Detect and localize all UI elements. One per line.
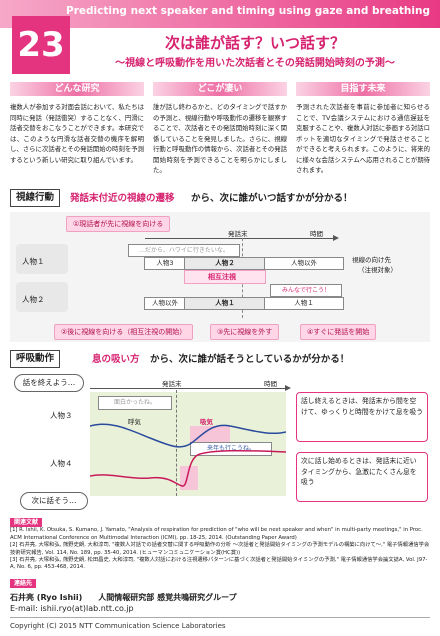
subtitle: 〜視線と呼吸動作を用いた次話者とその発話開始時刻の予測〜 <box>115 58 395 69</box>
person3-speech-box: 面白かったね。 <box>98 396 172 410</box>
column-text: 複数人が参加する対面会話において、私たちは同時に発話（発話衝突）することなく、円… <box>10 103 145 164</box>
gaze-target-note: （注視対象） <box>358 266 397 274</box>
person4-label: 人物４ <box>50 459 73 468</box>
footer-rule <box>10 617 430 618</box>
column-title: どこが凄い <box>153 82 287 96</box>
reference-item: [1] R. Ishii, K. Otsuka, S. Kumano, J. Y… <box>10 527 423 541</box>
breath-note-1-text: 話し終えるときは、発話末から間を空けて、ゆっくりと時間をかけて息を吸う <box>301 397 424 416</box>
references-tag: 関連文献 <box>10 518 43 527</box>
gaze-headline-highlight: 発話末付近の視線の遷移 <box>70 193 175 204</box>
gaze-step-4: ④すぐに発話を開始 <box>300 324 377 340</box>
gaze-time-label: 時間 <box>310 230 323 238</box>
breath-note-2: 次に話し始めるときは、発話末に近いタイミングから、急激にたくさん息を吸う <box>296 452 428 502</box>
column-title: どんな研究 <box>10 82 144 96</box>
breath-end-of-speech-line <box>176 390 178 496</box>
person2-gaze-target-2: 人物１ <box>184 297 266 310</box>
breath-note-2-text: 次に話し始めるときは、発話末に近いタイミングから、急激にたくさん息を吸う <box>301 457 417 486</box>
column-text: 誰が話し終わるかと、どのタイミングで話すかの予測と、視線行動や呼吸動作の遷移を観… <box>153 103 288 174</box>
gaze-time-arrowhead <box>333 235 339 241</box>
speaker-b-bubble: 次に話そう… <box>20 492 88 510</box>
person3-speech: 面白かったね。 <box>113 399 156 406</box>
person2-gaze-target-1: 人物以外 <box>144 297 186 310</box>
column-future: 目指す未来 予測された次話者を事前に参加者に知らせることで、TV会議システムにお… <box>296 82 430 176</box>
speaker-a-bubble: 話を終えよう… <box>14 374 84 392</box>
person1-label: 人物１ <box>22 257 45 266</box>
reference-item: [2] 石井亮, 大塚和弘, 熊野史朗, 大和淳司, "複数人対話での話者交替に… <box>10 542 430 556</box>
person1-gaze-target-3: 人物以外 <box>264 257 344 270</box>
header-band: Predicting next speaker and timing using… <box>0 0 440 28</box>
person1-gaze-target-2: 人物２ <box>184 257 266 270</box>
person1-figure <box>16 244 68 274</box>
person2-figure <box>16 282 68 312</box>
speaker-a-thought: 話を終えよう… <box>22 378 76 387</box>
breathing-curves <box>90 423 286 487</box>
breath-time-label: 時間 <box>264 380 277 388</box>
gaze-section-label: 視線行動 <box>10 189 61 207</box>
column-novelty: どこが凄い 誰が話し終わるかと、どのタイミングで話すかの予測と、視線行動や呼吸動… <box>153 82 287 176</box>
gaze-step-3: ③先に視線を外す <box>210 324 280 340</box>
poster-number: 23 <box>12 16 70 74</box>
gaze-time-axis <box>145 238 335 239</box>
person4-speech: 来年も行こうね。 <box>206 445 255 452</box>
contact-email[interactable]: E-mail: ishii.ryo(at)lab.ntt.co.jp <box>10 604 134 613</box>
person2-label: 人物２ <box>22 295 45 304</box>
breath-section-header: 呼吸動作 息の吸い方 から、次に誰が話そうとしているかが分かる！ <box>10 350 430 368</box>
gaze-target-label: 視線の向け先 <box>352 256 391 264</box>
inhale-label: 吸気 <box>200 418 213 426</box>
contact-tag: 連絡先 <box>10 579 37 588</box>
person2-gaze-target-3: 人物１ <box>264 297 344 310</box>
exhale-label: 呼気 <box>128 418 141 426</box>
speech-bubble-person2: みんなで行こう！ <box>270 284 342 297</box>
gaze-end-of-speech-label: 発話末 <box>228 230 248 238</box>
gaze-diagram: ①現話者が先に視線を向ける 発話末 時間 人物１ ...だから、ハワイに行きたい… <box>10 212 430 342</box>
speech-bubble-person1: ...だから、ハワイに行きたいな。 <box>128 244 240 257</box>
gaze-headline: から、次に誰がいつ話すかが分かる！ <box>191 193 353 204</box>
mutual-gaze-band <box>184 270 266 284</box>
breath-section-label: 呼吸動作 <box>10 350 61 368</box>
breath-time-arrowhead <box>285 385 291 391</box>
gaze-step-2: ②後に視線を向ける（相互注視の開始） <box>54 324 194 340</box>
breath-note-1: 話し終えるときは、発話末から間を空けて、ゆっくりと時間をかけて息を吸う <box>296 392 428 442</box>
mutual-gaze-label: 相互注視 <box>208 273 236 281</box>
copyright: Copyright (C) 2015 NTT Communication Sci… <box>10 622 226 630</box>
breath-end-of-speech-label: 発話末 <box>162 380 182 388</box>
breath-headline-highlight: 息の吸い方 <box>92 354 140 365</box>
speaker-b-thought: 次に話そう… <box>31 496 77 505</box>
breath-headline: から、次に誰が話そうとしているかが分かる！ <box>150 354 350 365</box>
reference-item: [3] 石井亮, 大塚和弘, 熊野史朗, 松田昌史, 大和淳司, "複数人対話に… <box>10 557 428 571</box>
contact-name: 石井亮 (Ryo Ishii) 人間情報研究部 感覚共鳴研究グループ <box>10 593 237 602</box>
breath-diagram: 話を終えよう… 発話末 時間 人物３ 面白かったね。 呼気 吸気 人物４ 来年も… <box>10 372 430 510</box>
person3-label: 人物３ <box>50 411 73 420</box>
english-title: Predicting next speaker and timing using… <box>66 5 430 17</box>
column-research: どんな研究 複数人が参加する対面会話において、私たちは同時に発話（発話衝突）する… <box>10 82 144 165</box>
column-title: 目指す未来 <box>296 82 430 96</box>
person3-breath-curve <box>90 423 286 448</box>
gaze-section-header: 視線行動 発話末付近の視線の遷移 から、次に誰がいつ話すかが分かる！ <box>10 189 430 207</box>
breath-time-axis <box>90 388 286 389</box>
references: 関連文献 [1] R. Ishii, K. Otsuka, S. Kumano,… <box>10 518 430 572</box>
gaze-step-1: ①現話者が先に視線を向ける <box>66 216 171 232</box>
person4-breath-curve <box>90 449 286 487</box>
main-title: 次は誰が話す？いつ話す？ <box>164 34 345 52</box>
person1-gaze-target-1: 人物3 <box>144 257 186 270</box>
column-text: 予測された次話者を事前に参加者に知らせることで、TV会議システムにおける通信遅延… <box>296 103 431 174</box>
